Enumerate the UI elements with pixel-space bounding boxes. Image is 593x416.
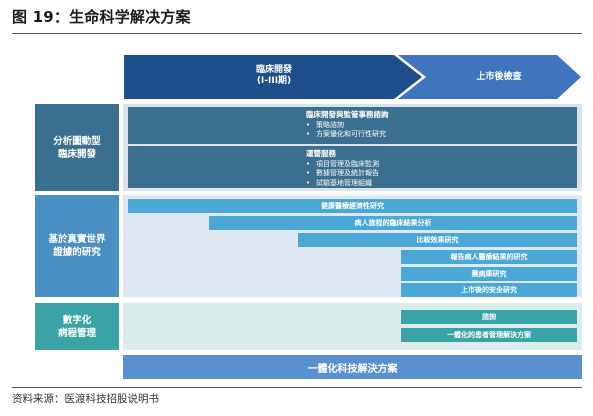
bar-health-economics: 健康醫療經濟性研究 <box>128 199 577 213</box>
list-item: 策略諮詢 <box>306 121 577 131</box>
phase-1-title: 臨床開發 <box>255 65 292 75</box>
bar-comparative-effectiveness: 比較效果研究 <box>298 233 577 247</box>
row-2-label-line-2: 證據的研究 <box>53 247 101 258</box>
phase-chevrons: 臨床開發 (I-III期) 上市後檢查 <box>124 55 582 99</box>
row-2-label-line-1: 基於真實世界 <box>48 234 106 245</box>
phase-2-label: 上市後檢查 <box>476 72 522 82</box>
block-title: 臨床開發與監管事務諮詢 <box>306 110 389 119</box>
bar-registry-study: 藥病庫研究 <box>401 267 577 281</box>
block-title: 運營服務 <box>306 149 336 158</box>
row-3-label-line-1: 數字化 <box>62 314 92 326</box>
block-operations: 運營服務 項目管理及臨床監測 數據管理及統計報告 試驗基地管理組織 <box>128 146 577 188</box>
row-3-label-line-2: 病程管理 <box>57 327 96 339</box>
chevron-phase-2 <box>398 55 581 99</box>
bar-patient-reported-outcomes: 報告病人醫療結果的研究 <box>401 250 577 264</box>
row-label-rwe: 基於真實世界 證據的研究 <box>35 195 119 297</box>
bar-consulting: 諮詢 <box>401 310 577 324</box>
row-1-label-line-2: 臨床開發 <box>57 148 96 160</box>
chevron-arrows <box>124 55 581 99</box>
phase-1-sublabel: (I-III期) <box>256 76 292 86</box>
title-rule <box>12 33 582 34</box>
row-label-digital: 數字化 病程管理 <box>35 303 119 350</box>
bottom-integrated-solution: 一體化科技解決方案 <box>123 355 582 379</box>
list-item: 方案優化和可行性研究 <box>306 130 577 140</box>
row-1-label-line-1: 分析圖動型 <box>53 135 101 147</box>
list-item: 試驗基地管理組織 <box>306 179 577 189</box>
bar-patient-journey: 病人旅程的臨床結果分析 <box>209 216 577 230</box>
figure-title: 图 19：生命科学解决方案 <box>12 8 191 26</box>
source-note: 资料来源：医渡科技招股说明书 <box>12 393 159 405</box>
list-item: 數據管理及統計報告 <box>306 169 577 179</box>
chevron-phase-1 <box>124 55 422 99</box>
row-label-clinical: 分析圖動型 臨床開發 <box>35 104 119 191</box>
phase-1-label: 臨床開發 (I-III期) <box>204 65 344 87</box>
bar-post-market-safety: 上市後的安全研究 <box>401 283 577 297</box>
list-item: 項目管理及臨床監測 <box>306 160 577 170</box>
bar-patient-management: 一體化的患者管理解決方案 <box>401 328 577 342</box>
block-clinical-consulting: 臨床開發與監管事務諮詢 策略諮詢 方案優化和可行性研究 <box>128 107 577 144</box>
footer-rule <box>12 387 582 388</box>
